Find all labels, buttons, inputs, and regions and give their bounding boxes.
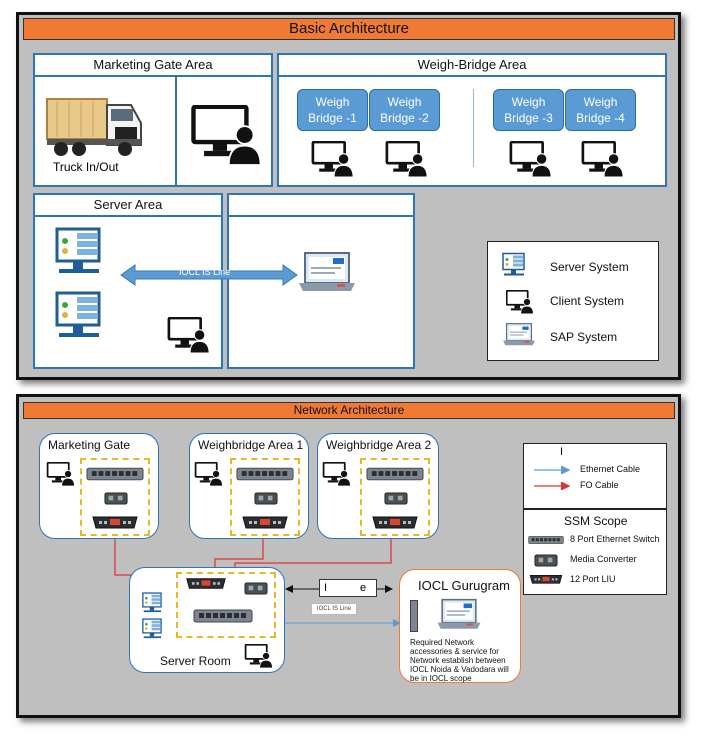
truck-icon [45, 95, 145, 157]
server-room-ssm-scope [176, 572, 276, 638]
client-system-icon [191, 105, 263, 165]
weigh-bridge-area-title: Weigh-Bridge Area [279, 55, 665, 77]
client-system-icon [322, 462, 352, 486]
iocl-is-line-arrow [120, 264, 298, 286]
client-system-icon [167, 317, 211, 353]
ethernet-switch-icon [236, 466, 294, 482]
client-system-icon [311, 141, 355, 177]
liu-icon [528, 572, 564, 586]
sap-system-icon [297, 251, 357, 295]
legend-sap-label: SAP System [550, 330, 618, 344]
iocl-scope-note: Required Network accessories & service f… [410, 638, 509, 683]
client-system-icon [244, 644, 274, 668]
weigh-bridge-area-panel: Weigh-Bridge Area Weigh Bridge -1 Weigh … [277, 53, 667, 187]
scope-switch-label: 8 Port Ethernet Switch [570, 534, 660, 544]
scope-liu-label: 12 Port LIU [570, 574, 616, 584]
ethernet-switch-icon [366, 466, 424, 482]
ssm-scope-legend-box: SSM Scope 8 Port Ethernet Switch Media C… [523, 509, 667, 595]
weigh-bridge-4: Weigh Bridge -4 [565, 89, 636, 131]
client-system-icon [194, 462, 224, 486]
weighbridge-area-2-box: Weighbridge Area 2 [317, 433, 439, 539]
server-area-panel: Server Area [33, 193, 223, 369]
liu-icon [184, 576, 228, 590]
weighbridge-area-2-title: Weighbridge Area 2 [326, 438, 432, 452]
sap-area-title [229, 195, 413, 217]
weighbridge-area-1-box: Weighbridge Area 1 [189, 433, 309, 539]
server-system-icon [55, 291, 115, 341]
server-area-title: Server Area [35, 195, 221, 217]
liu-icon [90, 514, 140, 530]
link-box: I e [319, 579, 377, 597]
basic-architecture-frame: Basic Architecture Marketing Gate Area T… [16, 12, 681, 380]
liu-icon [240, 514, 290, 530]
server-room-title: Server Room [160, 654, 231, 668]
basic-architecture-title: Basic Architecture [23, 18, 675, 40]
media-converter-icon [244, 582, 268, 595]
client-system-icon [46, 462, 76, 486]
cable-legend-box: I Ethernet Cable FO Cable [523, 443, 667, 509]
ethernet-switch-icon [86, 466, 144, 482]
media-converter-icon [104, 492, 128, 505]
iocl-gurugram-title: IOCL Gurugram [418, 578, 510, 593]
server-system-icon [55, 227, 115, 277]
router-icon [410, 600, 418, 632]
weighbridge-area-1-title: Weighbridge Area 1 [198, 438, 304, 452]
weigh-bridge-3: Weigh Bridge -3 [493, 89, 564, 131]
liu-icon [370, 514, 420, 530]
sap-system-icon [436, 598, 482, 632]
fo-cable-label: FO Cable [580, 480, 619, 490]
server-room-box: Server Room [129, 567, 285, 673]
sap-area-panel [227, 193, 415, 369]
ethernet-cable-arrow [534, 466, 571, 474]
client-system-icon [581, 141, 625, 177]
server-system-icon [142, 592, 168, 614]
legend-box: Server System Client System SAP System [487, 241, 659, 361]
weigh-bridge-2: Weigh Bridge -2 [369, 89, 440, 131]
client-system-icon [506, 290, 534, 314]
ethernet-switch-icon [192, 608, 254, 624]
client-system-icon [385, 141, 429, 177]
media-converter-icon [254, 492, 278, 505]
server-system-icon [502, 252, 532, 278]
iocl-gurugram-box: IOCL Gurugram Required Network accessori… [399, 569, 521, 683]
ethernet-switch-icon [528, 534, 564, 546]
marketing-gate-title: Marketing Gate [48, 438, 131, 452]
client-system-icon [509, 141, 553, 177]
iocl-is-line-label: IOCL IS Line [179, 267, 231, 277]
cable-legend-head: I [560, 446, 564, 458]
link-box-left-text: I [324, 582, 328, 594]
weigh-bridge-divider [473, 89, 474, 167]
media-converter-icon [384, 492, 408, 505]
marketing-gate-ssm-scope [80, 458, 150, 536]
legend-client-label: Client System [550, 294, 625, 308]
ssm-scope-title: SSM Scope [564, 514, 628, 528]
sap-system-icon [502, 322, 536, 348]
legend-server-label: Server System [550, 260, 629, 274]
marketing-gate-area-panel: Marketing Gate Area Truck In/Out [33, 53, 273, 187]
iocl-is-line-tag: IOCL IS Line [311, 603, 357, 615]
server-system-icon [142, 618, 168, 640]
marketing-divider [175, 77, 177, 185]
weigh-bridge-1: Weigh Bridge -1 [297, 89, 368, 131]
ethernet-cable-label: Ethernet Cable [580, 464, 641, 474]
wb2-ssm-scope [360, 458, 430, 536]
marketing-gate-box: Marketing Gate [39, 433, 159, 539]
scope-converter-label: Media Converter [570, 554, 637, 564]
network-architecture-title: Network Architecture [23, 402, 675, 419]
fo-cable-arrow [534, 482, 571, 490]
link-box-right-text: e [360, 582, 367, 594]
wb1-ssm-scope [230, 458, 300, 536]
marketing-gate-area-title: Marketing Gate Area [35, 55, 271, 77]
media-converter-icon [534, 554, 558, 567]
network-architecture-frame: Network Architecture Marketing Gate Weig… [16, 394, 681, 718]
truck-label: Truck In/Out [53, 160, 119, 174]
